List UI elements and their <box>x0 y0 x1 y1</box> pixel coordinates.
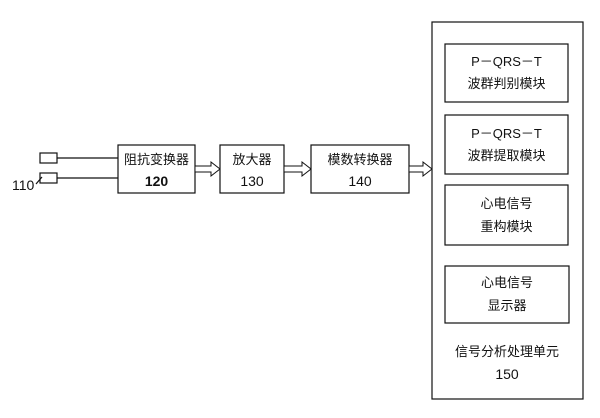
amplifier-box <box>219 144 285 194</box>
label-leader <box>35 176 43 185</box>
adc-block: 模数转换器 140 <box>310 144 410 194</box>
amplifier-block: 放大器 130 <box>219 144 285 194</box>
module-1-line1: P－QRS－T <box>471 54 542 69</box>
signal-processing-unit: P－QRS－T 波群判别模块 P－QRS－T 波群提取模块 心电信号 重构模块 … <box>431 21 584 400</box>
unit-id: 150 <box>495 366 519 382</box>
module-2-line1: P－QRS－T <box>471 126 542 141</box>
electrode-pair <box>35 152 118 185</box>
module-2-line2: 波群提取模块 <box>467 148 545 164</box>
module-4-line1: 心电信号 <box>481 276 533 291</box>
amplifier-id: 130 <box>240 173 264 189</box>
arrow-140-150 <box>408 160 433 178</box>
amplifier-name: 放大器 <box>232 153 271 168</box>
module-3-line2: 重构模块 <box>480 219 532 235</box>
adc-box <box>310 144 410 194</box>
module-waveform-extraction: P－QRS－T 波群提取模块 <box>444 114 569 175</box>
arrow-130-140 <box>283 160 312 178</box>
adc-name: 模数转换器 <box>327 153 392 168</box>
module-waveform-extraction-box <box>444 114 569 175</box>
module-ecg-reconstruction-box <box>444 184 569 246</box>
electrode-top <box>39 152 58 164</box>
impedance-converter-block: 阻抗变换器 120 <box>117 144 196 194</box>
module-3-line1: 心电信号 <box>480 197 532 212</box>
sensor-label: 110 <box>12 177 35 193</box>
unit-name: 信号分析处理单元 <box>455 345 559 360</box>
module-waveform-discrimination-box <box>444 43 569 103</box>
impedance-converter-name: 阻抗变换器 <box>124 152 189 168</box>
electrode-bottom <box>39 172 58 184</box>
impedance-converter-id: 120 <box>145 173 169 189</box>
impedance-converter-box <box>117 144 196 194</box>
module-ecg-display-box <box>444 265 570 324</box>
module-ecg-reconstruction: 心电信号 重构模块 <box>444 184 569 246</box>
module-ecg-display: 心电信号 显示器 <box>444 265 570 324</box>
module-4-line2: 显示器 <box>487 299 526 314</box>
arrow-120-130 <box>194 160 221 178</box>
module-waveform-discrimination: P－QRS－T 波群判别模块 <box>444 43 569 103</box>
module-1-line2: 波群判别模块 <box>467 77 545 92</box>
adc-id: 140 <box>348 173 372 189</box>
